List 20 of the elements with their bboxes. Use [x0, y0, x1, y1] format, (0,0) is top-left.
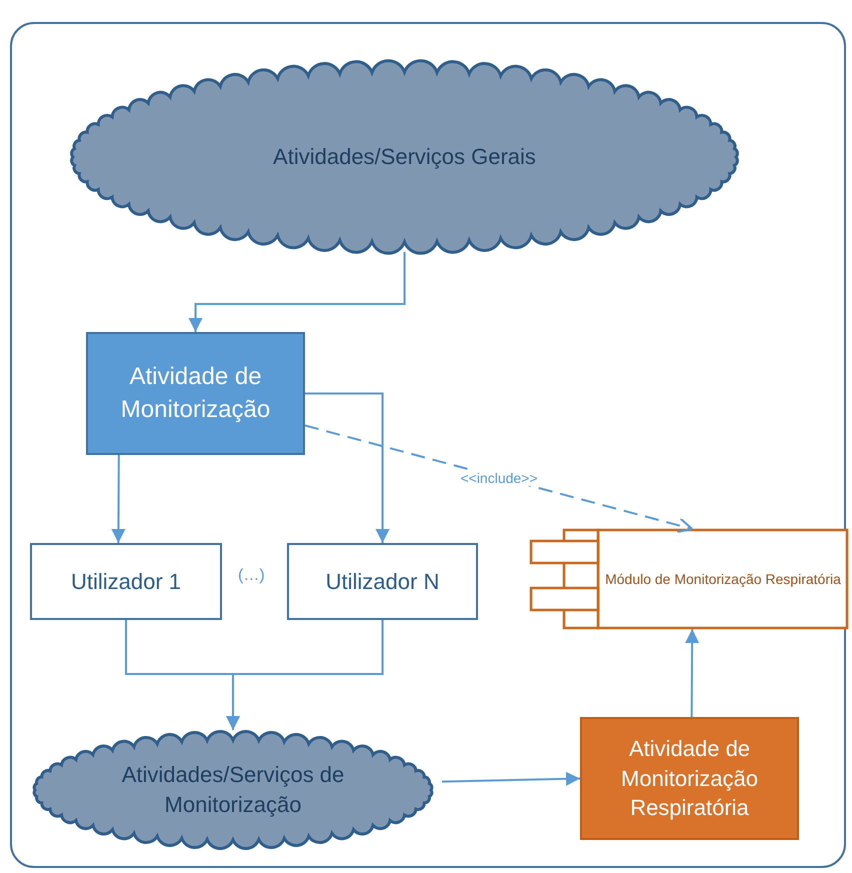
node-text: Atividade de Monitorização Respiratória [620, 734, 759, 822]
node-text: Atividade de Monitorização [120, 362, 272, 424]
node-text: Atividades/Serviços de Monitorização [120, 761, 346, 819]
connector-arrow [188, 252, 406, 332]
process-box [287, 543, 478, 620]
connector-arrow [442, 772, 580, 786]
connector-arrow [226, 620, 384, 730]
node-text: Utilizador 1 [70, 568, 182, 596]
node-text: Utilizador N [324, 568, 440, 596]
node-text: Atividades/Serviços Gerais [272, 143, 537, 172]
connector-arrow [685, 629, 700, 717]
system-boundary [10, 22, 846, 868]
node-text: Módulo de Monitorização Respiratória [604, 570, 842, 588]
process-box [30, 543, 222, 620]
process-box [580, 717, 799, 840]
connector-arrow [111, 455, 126, 543]
component-box [530, 529, 848, 629]
connector-arrow [305, 392, 390, 543]
ellipsis-note: (…) [238, 567, 265, 585]
process-box [86, 332, 305, 455]
